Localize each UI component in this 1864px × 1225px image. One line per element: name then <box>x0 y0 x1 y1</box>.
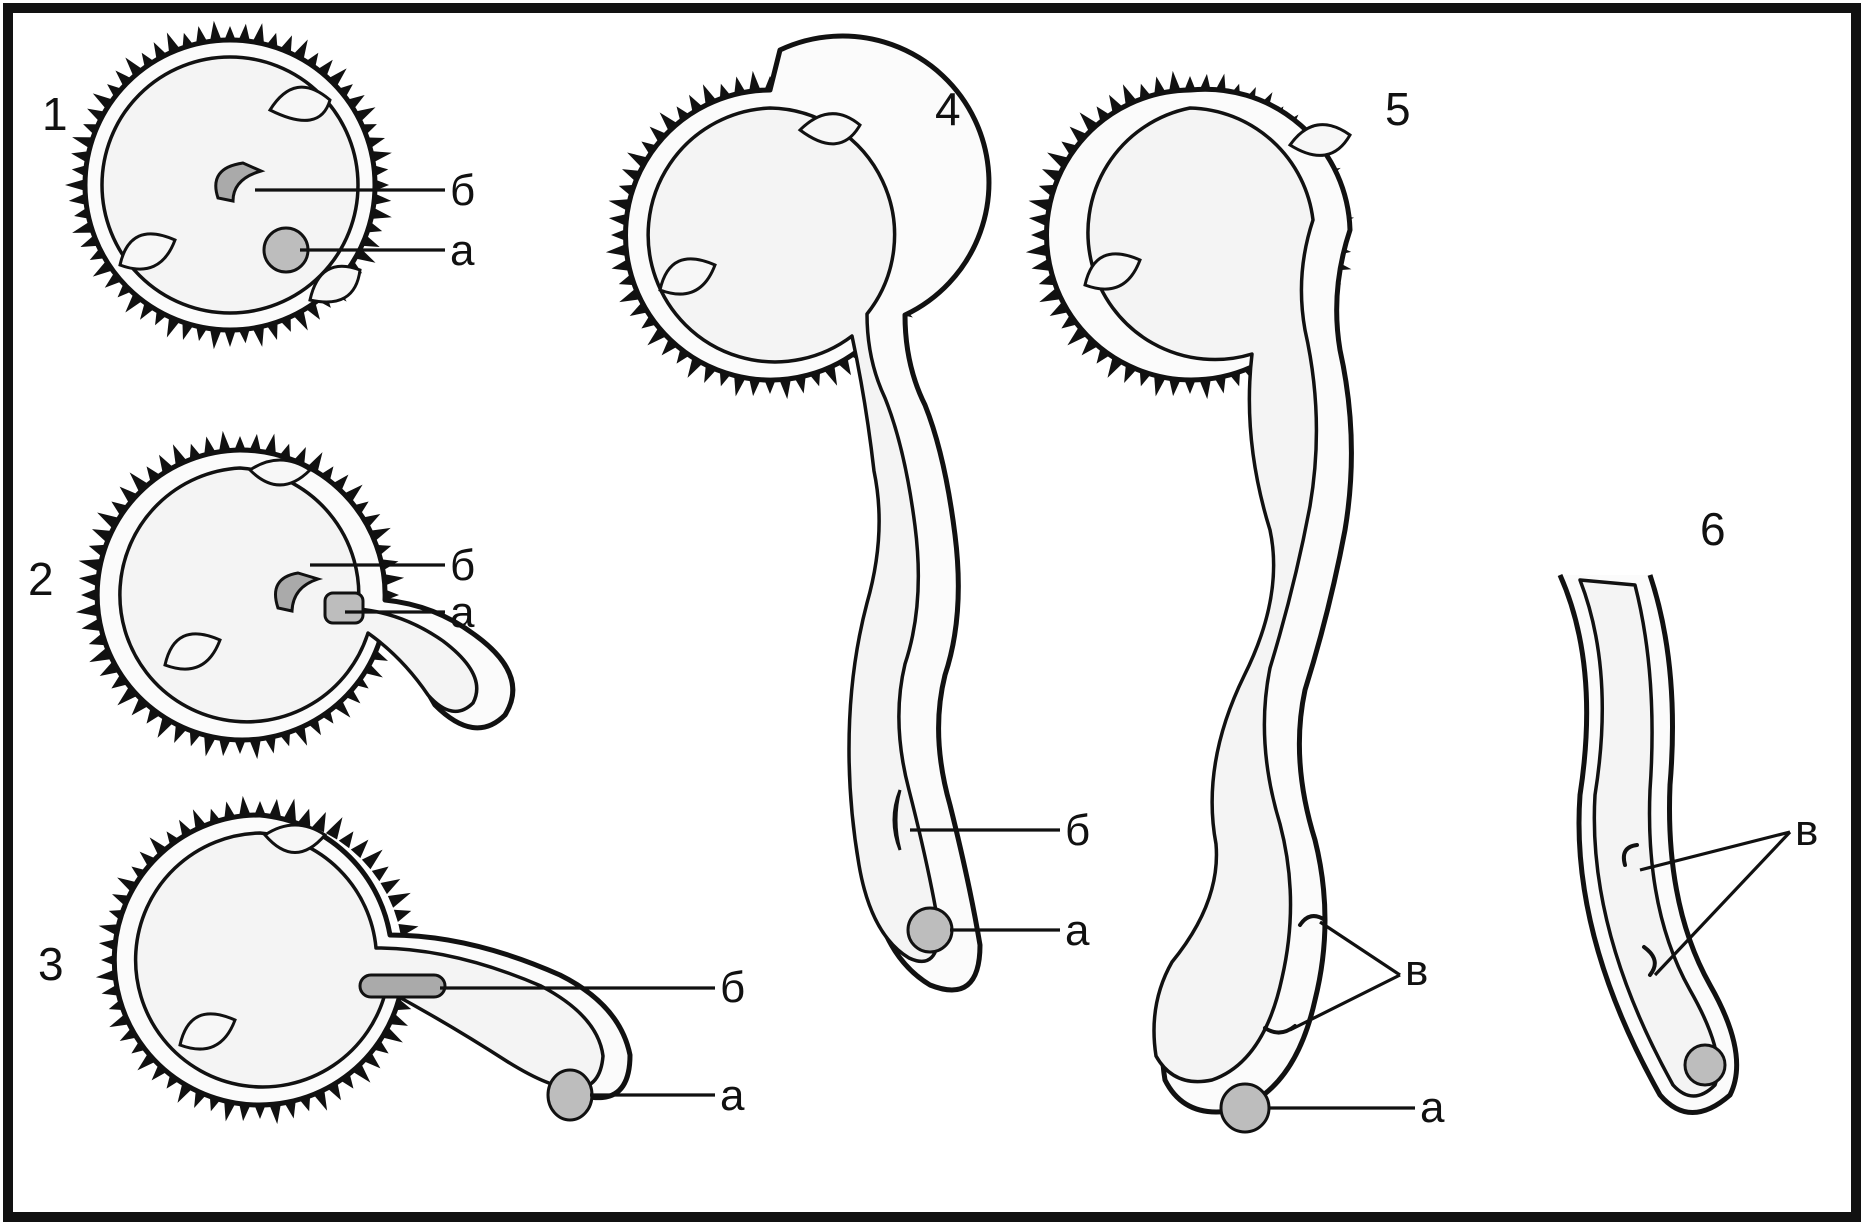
stage-6-number: 6 <box>1700 503 1726 555</box>
stage-2-vegetative-nucleus <box>325 593 363 623</box>
stage-1-label-b: б <box>450 166 475 215</box>
stage-6-label-v: в <box>1795 806 1818 855</box>
stage-4-label-b: б <box>1065 806 1090 855</box>
exine-spike <box>388 893 411 908</box>
stage-3-label-b: б <box>720 963 745 1012</box>
stage-2-label-b: б <box>450 541 475 590</box>
stage-4-label-a: а <box>1065 906 1090 955</box>
exine-spike <box>380 879 400 894</box>
stage-3-vegetative-nucleus <box>548 1070 592 1120</box>
stage-5-vegetative-nucleus <box>1221 1084 1269 1132</box>
stage-6-vegetative-nucleus <box>1685 1045 1725 1085</box>
stage-4-vegetative-nucleus <box>908 908 952 952</box>
stage-3-label-a: а <box>720 1071 745 1120</box>
stage-5-label-v: в <box>1405 946 1428 995</box>
exine-spike <box>326 817 343 839</box>
stage-2-pollen-grain: б а <box>76 431 513 759</box>
stage-5-number: 5 <box>1385 83 1411 135</box>
stage-1-number: 1 <box>42 88 68 140</box>
stage-1-pollen-grain: б а <box>65 21 475 349</box>
stage-3-pollen-grain: б а <box>96 796 745 1124</box>
exine-spike <box>362 850 383 870</box>
stage-2-label-a: а <box>450 588 475 637</box>
stage-4-number: 4 <box>935 83 961 135</box>
stage-2-number: 2 <box>28 553 54 605</box>
exine-spike <box>372 867 389 882</box>
stage-5-label-a: а <box>1420 1083 1445 1132</box>
stage-3-number: 3 <box>38 938 64 990</box>
stage-6-pollen-tube-fragment: 6 в <box>1560 503 1818 1113</box>
stage-5-pollen-grain: 5 в а <box>1026 71 1445 1132</box>
stage-4-pollen-grain: 4 б а <box>606 36 1090 990</box>
exine-spike <box>351 840 369 859</box>
stage-3-generative-cell <box>360 975 445 997</box>
exine-spike <box>394 910 411 922</box>
stage-1-label-a: а <box>450 226 475 275</box>
